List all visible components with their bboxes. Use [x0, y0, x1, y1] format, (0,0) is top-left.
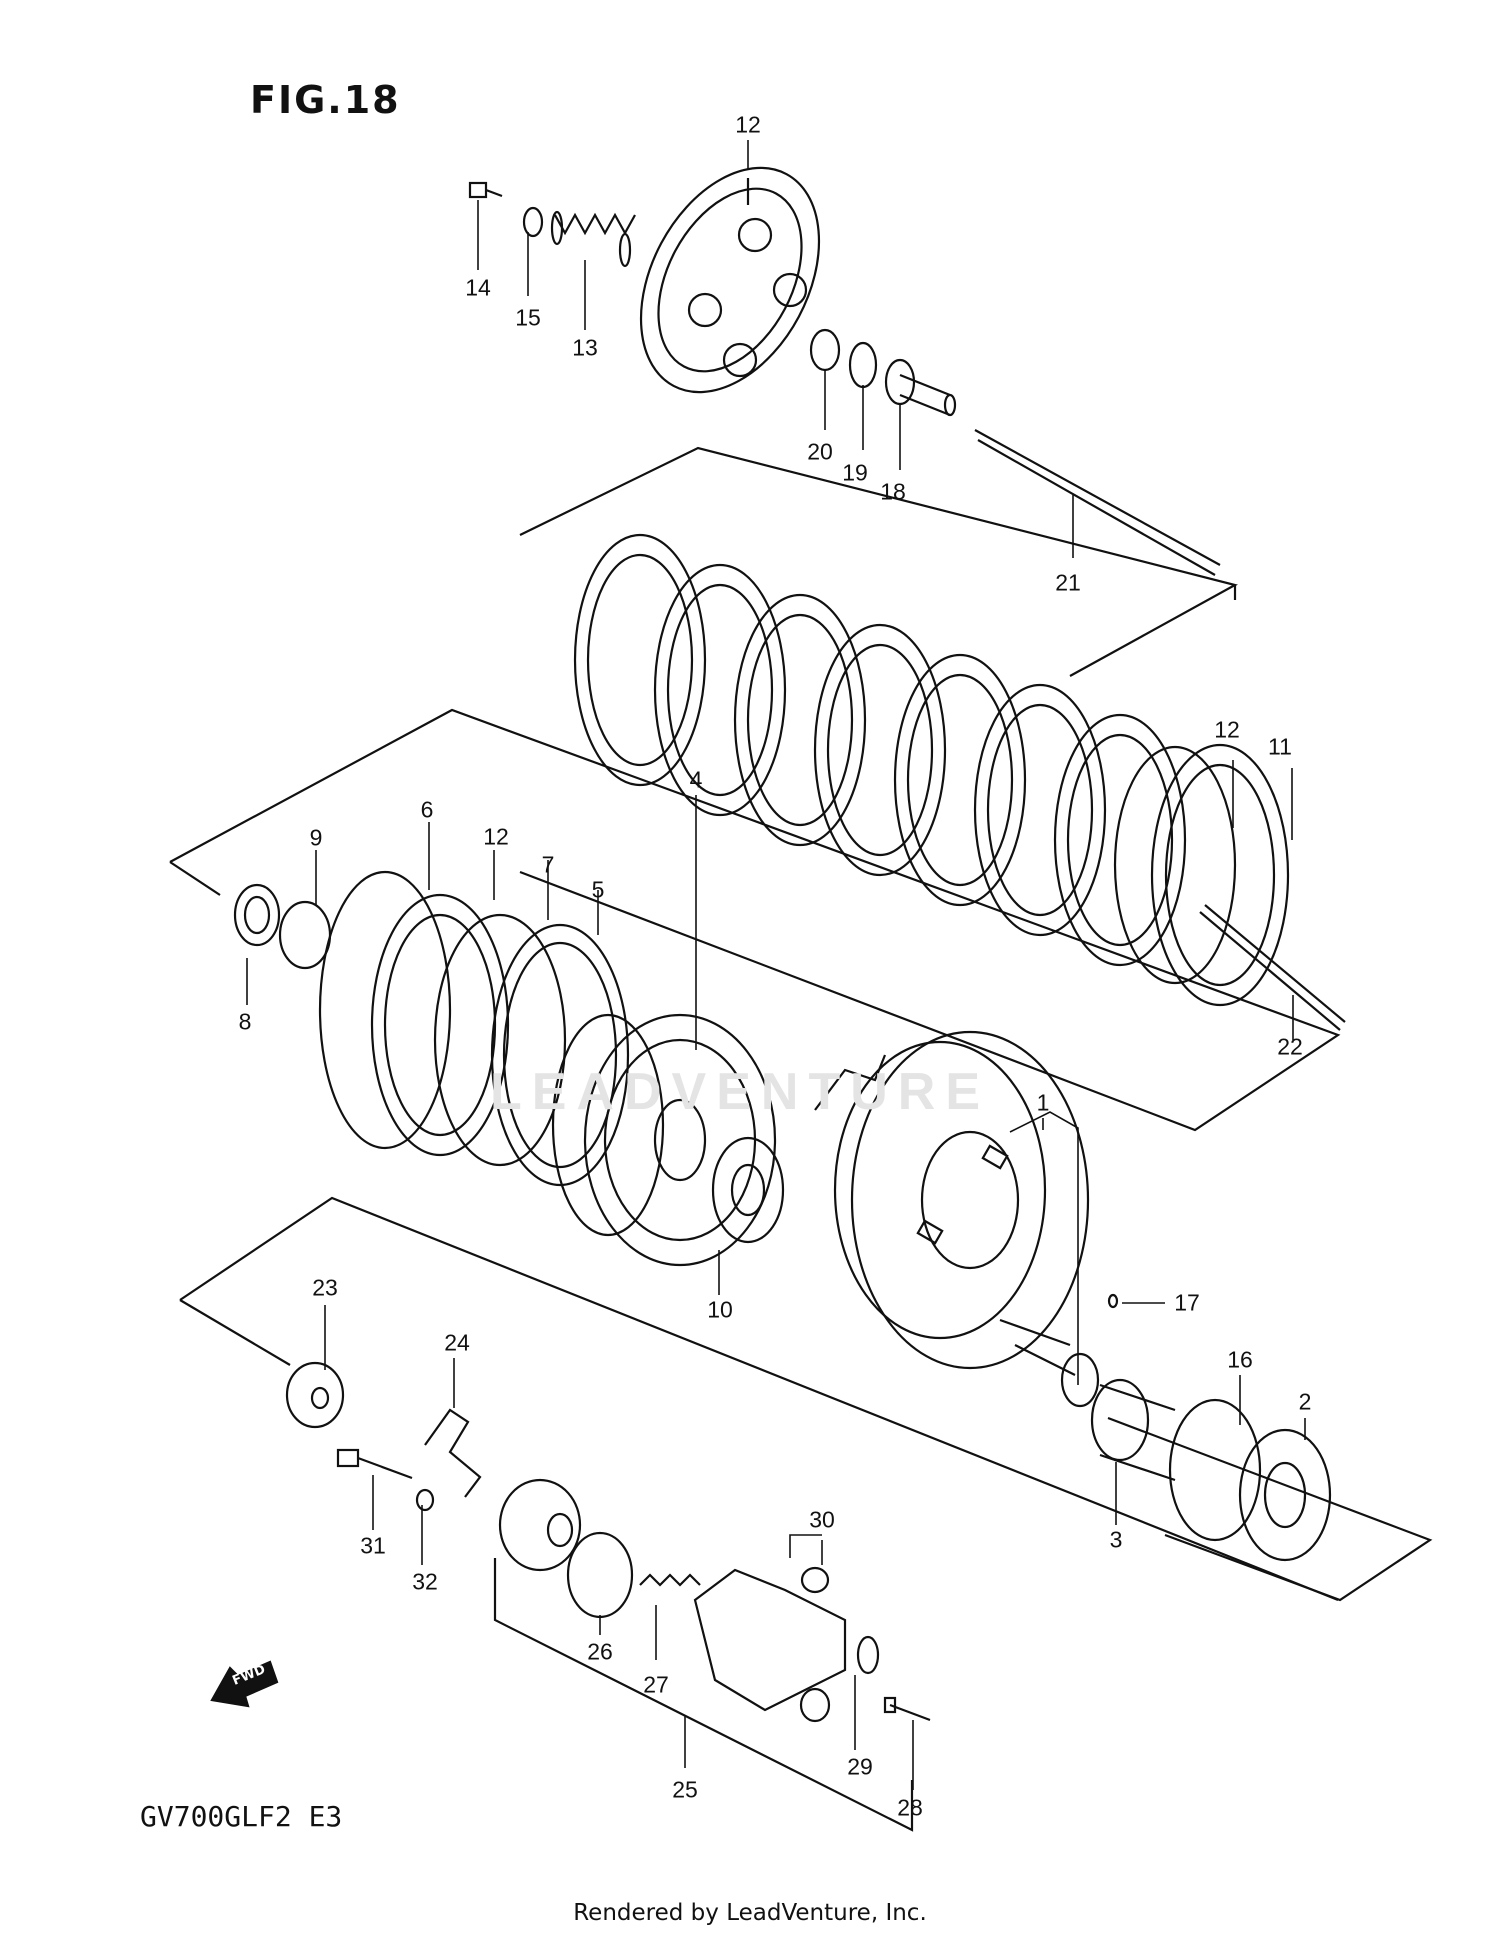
- callout-23: 22: [1277, 1033, 1303, 1060]
- judder-spring: [433, 913, 567, 1167]
- bolt-32: [336, 1448, 413, 1480]
- callout-30: 29: [847, 1753, 873, 1780]
- boot-28: [639, 1573, 701, 1587]
- callout-3: 3: [1109, 1526, 1123, 1553]
- bracket-25: [424, 1408, 482, 1498]
- callout-24: 23: [312, 1274, 338, 1301]
- spring-washer: [522, 206, 544, 238]
- callout-17: 16: [1227, 1346, 1253, 1373]
- thrust-washer-10: [711, 1136, 785, 1244]
- callout-13: 12: [735, 111, 761, 138]
- model-code: GV700GLF2 E3: [140, 1800, 343, 1833]
- wire-ring: [318, 870, 452, 1150]
- push-rod-long: [974, 429, 1221, 576]
- callout-32: 31: [360, 1532, 386, 1559]
- seal-27: [566, 1531, 634, 1619]
- sleeve-hub: [551, 1013, 785, 1267]
- callout-11: 11: [1268, 733, 1292, 760]
- push-rod-short: [1199, 904, 1346, 1031]
- callout-2: 2: [1298, 1388, 1312, 1415]
- pin-18: [1107, 1293, 1119, 1309]
- callout-5: 5: [591, 876, 605, 903]
- spring-washer-5: [490, 923, 630, 1187]
- plates-box-outline: [169, 446, 1341, 1132]
- grommet-24: [285, 1361, 345, 1429]
- thrust-bearing: [848, 341, 878, 389]
- callout-18: 17: [1174, 1289, 1200, 1316]
- spacer-17: [1168, 1398, 1262, 1542]
- callout-12-upper: 12: [1214, 716, 1240, 743]
- callout-4: 4: [689, 766, 703, 793]
- clutch-plate-stack: [573, 533, 1290, 1007]
- callout-27: 26: [587, 1638, 613, 1665]
- release-cylinder-group: [179, 1196, 1339, 1832]
- watermark: LEADVENTURE: [490, 1063, 991, 1121]
- piston-26: [498, 1478, 582, 1572]
- callout-9: 9: [309, 824, 323, 851]
- callout-8: 8: [238, 1008, 252, 1035]
- callout-20: 19: [842, 459, 868, 486]
- left-plates-group: [233, 870, 630, 1187]
- callout-7: 7: [541, 851, 555, 878]
- clutch-nut: [233, 883, 281, 947]
- pressure-plate: [639, 166, 821, 394]
- clutch-bolt: [468, 181, 503, 199]
- spring-seat: [370, 893, 510, 1157]
- callout-12-lower: 12: [483, 823, 509, 850]
- callout-19: 18: [880, 478, 906, 505]
- callout-28: 27: [643, 1671, 669, 1698]
- bleeder-screw-29: [883, 1696, 931, 1722]
- needle-bearing: [1090, 1378, 1150, 1462]
- washer-33: [415, 1488, 435, 1512]
- footer-credit: Rendered by LeadVenture, Inc.: [573, 1900, 927, 1926]
- callout-25: 24: [444, 1329, 470, 1356]
- callout-26: 25: [672, 1776, 698, 1803]
- callout-29: 28: [897, 1794, 923, 1821]
- push-piece: [884, 358, 957, 417]
- primary-driven-gear: [814, 1030, 1100, 1408]
- release-cylinder-body: [693, 1568, 847, 1712]
- washer-2: [1238, 1428, 1332, 1562]
- leader-lines: [246, 140, 1306, 1790]
- bleeder-cap-31: [800, 1566, 830, 1594]
- callout-10: 10: [707, 1296, 733, 1323]
- callout-31: 30: [809, 1506, 835, 1533]
- fwd-arrow-icon: [210, 1660, 279, 1708]
- clutch-plate-12: [1113, 745, 1237, 985]
- callout-6: 6: [420, 796, 434, 823]
- callout-1: 1: [1036, 1089, 1050, 1116]
- callout-15: 14: [465, 274, 491, 301]
- clamp-30: [856, 1635, 880, 1675]
- callout-33: 32: [412, 1568, 438, 1595]
- thrust-washer: [809, 328, 841, 372]
- callout-21: 20: [807, 438, 833, 465]
- figure-title: FIG.18: [250, 78, 401, 122]
- clutch-plate-11: [1150, 743, 1290, 1007]
- bearing-group: [1090, 1293, 1433, 1602]
- callout-22: 21: [1055, 569, 1081, 596]
- callout-16: 15: [515, 304, 541, 331]
- lock-washer: [278, 900, 332, 970]
- callout-14: 13: [572, 334, 598, 361]
- pressure-spring: [550, 210, 636, 268]
